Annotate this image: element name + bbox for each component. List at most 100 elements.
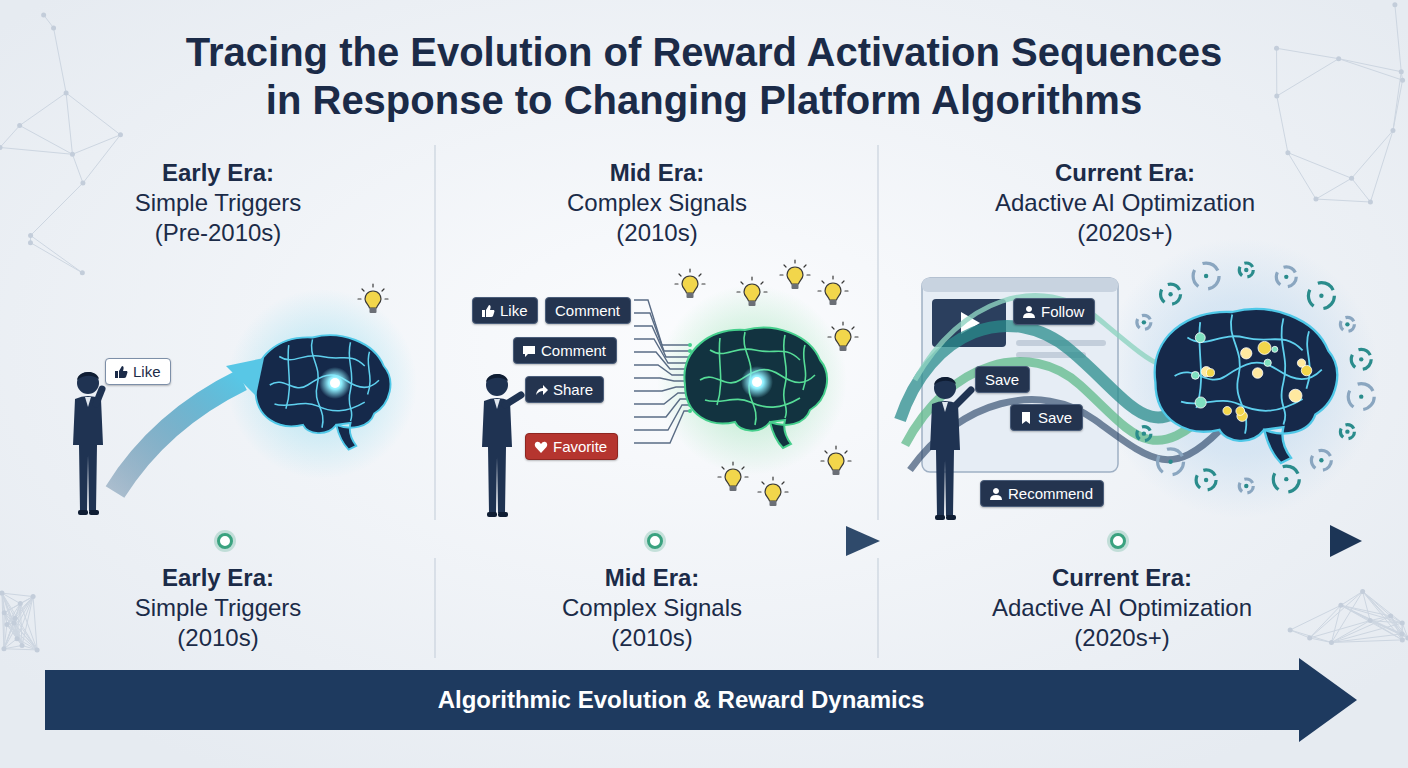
person-icon — [1023, 306, 1035, 318]
network-decoration — [1400, 620, 1405, 625]
signal-ring — [1239, 263, 1253, 277]
network-decoration — [1395, 5, 1401, 72]
network-decoration — [20, 125, 73, 154]
network-decoration — [1392, 2, 1397, 7]
mid-era-illustration — [684, 328, 827, 448]
network-decoration — [41, 12, 46, 17]
current-era-illustration — [900, 238, 1380, 520]
early-era-illustration — [115, 380, 242, 492]
network-decoration — [28, 233, 33, 238]
action-button: Like — [105, 358, 171, 385]
network-decoration — [1368, 618, 1373, 623]
mid-era-illustration — [482, 374, 512, 517]
network-decoration — [1285, 150, 1290, 155]
activation-dot — [1206, 369, 1214, 377]
network-decoration — [1399, 69, 1404, 74]
network-decoration — [1390, 128, 1395, 133]
network-decoration — [51, 25, 56, 30]
era-subtitle: Simple Triggers (Pre-2010s) — [108, 188, 328, 248]
network-decoration — [1276, 48, 1277, 96]
early-era-illustration — [73, 284, 417, 515]
timeline-arrow — [1107, 530, 1129, 552]
network-decoration — [20, 93, 66, 126]
signal-trace — [634, 300, 692, 443]
activation-dot — [1272, 346, 1278, 352]
era-subtitle: Complex Signals (2010s) — [547, 188, 767, 248]
signal-ring — [1345, 322, 1349, 326]
signal-trace — [688, 343, 692, 347]
network-decoration — [4, 645, 22, 648]
activation-dot — [1258, 341, 1271, 354]
signal-ring — [1193, 263, 1219, 289]
network-decoration — [1339, 59, 1402, 72]
network-decoration — [1363, 591, 1371, 620]
early-era-illustration — [270, 339, 379, 427]
person-icon — [990, 488, 1002, 500]
era-divider — [877, 145, 878, 520]
mid-era-illustration — [818, 276, 848, 305]
signal-ring — [1168, 460, 1172, 464]
network-decoration — [1329, 640, 1334, 645]
signal-ring — [1142, 320, 1146, 324]
mid-era-illustration — [657, 285, 847, 475]
activation-dot — [1241, 348, 1252, 359]
signal-ring — [1284, 275, 1288, 279]
mid-era-illustration — [741, 366, 773, 398]
mid-era-illustration — [505, 395, 521, 405]
network-decoration — [1336, 56, 1341, 61]
network-decoration — [1338, 603, 1343, 608]
current-era-illustration — [953, 390, 971, 408]
network-decoration — [54, 28, 67, 93]
network-decoration — [1274, 46, 1279, 51]
network-decoration — [30, 243, 82, 273]
network-decoration — [1368, 200, 1373, 205]
signal-ring — [1168, 292, 1172, 296]
network-decoration — [1370, 616, 1391, 621]
button-label: Follow — [1041, 303, 1084, 320]
signal-ring — [1359, 357, 1363, 361]
era-divider — [435, 145, 878, 658]
heart-icon — [535, 442, 547, 453]
network-decoration — [1363, 591, 1391, 616]
timeline-arrow — [1112, 535, 1125, 548]
network-decoration — [20, 643, 25, 648]
action-button: Save — [1010, 404, 1083, 431]
action-button: Like — [472, 297, 538, 324]
mid-era-illustration — [675, 269, 705, 298]
mid-era-illustration — [828, 322, 858, 351]
activation-dot — [1297, 359, 1305, 367]
early-era-illustration — [330, 378, 340, 388]
era-heading: Mid Era: — [547, 158, 767, 188]
network-decoration — [1331, 640, 1402, 643]
bookmark-icon — [1022, 412, 1030, 424]
signal-ring — [1137, 263, 1374, 493]
network-decoration — [83, 135, 121, 183]
network-decoration — [1341, 605, 1370, 620]
network-decoration — [64, 90, 69, 95]
network-decoration — [1307, 635, 1312, 640]
network-decoration — [4, 649, 37, 650]
timeline-arrow — [649, 535, 662, 548]
network-decoration — [31, 594, 36, 599]
era-heading: Early Era: — [108, 158, 328, 188]
bookmark-icon — [1019, 411, 1033, 425]
signal-ring — [1239, 479, 1253, 493]
network-decoration — [1363, 591, 1403, 623]
signal-ring — [1161, 284, 1181, 304]
thumb-icon — [114, 365, 128, 379]
network-decoration — [1391, 616, 1403, 640]
early-era-illustration — [73, 372, 103, 515]
signal-ring — [1348, 384, 1374, 410]
activation-dot — [1252, 368, 1262, 378]
thumb-icon — [115, 366, 128, 378]
signal-ring — [1204, 478, 1208, 482]
timeline-arrow — [846, 526, 880, 556]
network-decoration — [1288, 153, 1352, 179]
signal-ring — [1340, 425, 1354, 439]
network-decoration — [1399, 631, 1404, 636]
person-icon — [989, 487, 1003, 501]
network-decoration — [22, 597, 33, 646]
network-decoration — [1400, 637, 1405, 642]
signal-ring — [1308, 283, 1334, 309]
